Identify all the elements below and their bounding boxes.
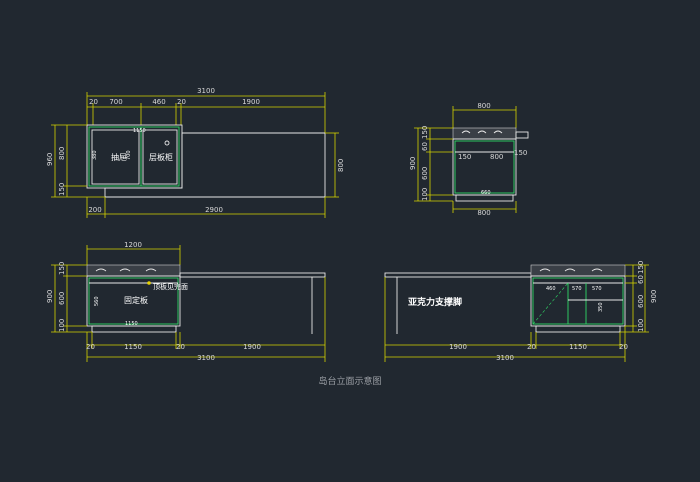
plan-top-total-label: 3100 <box>197 87 215 95</box>
fl-left-inner-3: 100 <box>58 319 66 332</box>
plan-left-inner-1: 800 <box>58 147 66 160</box>
fl-stone-top <box>86 264 181 277</box>
plan-bottom-2: 2900 <box>205 206 223 214</box>
fr-bottom-seg-4: 20 <box>619 343 628 351</box>
side-overhang <box>515 131 529 139</box>
side-left-inner-3: 600 <box>421 167 429 180</box>
fl-left-inner-2: 600 <box>58 292 66 305</box>
plan-inner-h: 1150 <box>133 128 146 134</box>
fl-bottom-total: 3100 <box>197 354 215 362</box>
side-body <box>452 138 517 196</box>
fr-right-inner-2: 60 <box>637 275 645 284</box>
side-row-2: 800 <box>490 153 503 161</box>
fl-left-inner-1: 150 <box>58 262 66 275</box>
side-left-inner-4: 100 <box>421 188 429 201</box>
plan-left-outer: 960 <box>46 153 54 166</box>
plan-right-label: 800 <box>337 159 345 172</box>
fl-countertop <box>179 272 326 278</box>
side-row-3: 150 <box>514 149 527 157</box>
fl-stone-pattern <box>95 268 157 272</box>
plan-countertop-outline <box>104 132 326 198</box>
fr-door-swing <box>532 282 569 325</box>
fr-body <box>530 275 626 327</box>
fr-right-inner-3: 600 <box>637 295 645 308</box>
side-plinth <box>455 194 514 202</box>
fl-bottom-seg-4: 1900 <box>243 343 261 351</box>
fr-inner-2: 570 <box>572 286 582 292</box>
plan-side: 380 <box>92 150 98 160</box>
fr-right-outer: 900 <box>650 290 658 303</box>
fr-leg-label: 亚克力支撑脚 <box>408 296 462 308</box>
fl-side: 560 <box>94 296 100 306</box>
fr-countertop <box>384 272 532 278</box>
side-view: 800 660 150 800 150 900 150 60 600 100 8… <box>409 102 529 217</box>
fr-plinth <box>535 325 621 333</box>
fr-stone-top <box>530 264 626 277</box>
fr-bottom-seg-1: 1900 <box>449 343 467 351</box>
fr-bottom-seg-3: 1150 <box>569 343 587 351</box>
plan-drawer-panel <box>91 129 140 185</box>
side-bottom-label: 800 <box>477 209 490 217</box>
fr-inner-4: 350 <box>598 302 604 312</box>
plan-inner-v: 700 <box>126 150 132 160</box>
fl-bottom-seg-2: 1150 <box>124 343 142 351</box>
fr-stone-pattern <box>539 268 603 272</box>
plan-bottom-1: 200 <box>88 206 101 214</box>
fr-bottom-total: 3100 <box>496 354 514 362</box>
fl-inner-width: 1150 <box>125 321 138 327</box>
side-stone-top <box>452 127 517 140</box>
side-stone-pattern <box>461 130 503 134</box>
plan-green-frame <box>88 126 180 187</box>
plan-shelf-label: 层板柜 <box>149 152 173 162</box>
plan-seg-1: 20 <box>89 98 98 106</box>
side-left-outer: 900 <box>409 157 417 170</box>
plan-seg-5: 1900 <box>242 98 260 106</box>
side-left-inner-2: 60 <box>421 142 429 151</box>
fl-left-outer: 900 <box>46 290 54 303</box>
drawing-caption: 岛台立面示意图 <box>318 375 381 387</box>
fl-bottom-seg-1: 20 <box>86 343 95 351</box>
plan-drawer-label: 抽屉 <box>111 152 127 162</box>
plan-shelf-panel <box>142 129 178 185</box>
plan-view: 3100 20 700 460 20 1900 1150 抽屉 层板柜 700 … <box>46 87 345 218</box>
fl-top-label: 1200 <box>124 241 142 249</box>
fl-plinth <box>91 325 177 333</box>
plan-left-inner-2: 150 <box>58 183 66 196</box>
side-top-label: 800 <box>477 102 490 110</box>
side-small: 660 <box>481 190 491 196</box>
fl-fixed-label: 固定板 <box>124 295 148 305</box>
side-green-frame <box>454 140 515 194</box>
fl-bottom-seg-3: 20 <box>176 343 185 351</box>
plan-seg-3: 460 <box>152 98 165 106</box>
fr-bottom-seg-2: 20 <box>527 343 536 351</box>
side-left-inner-1: 150 <box>421 126 429 139</box>
plan-knob <box>164 140 170 146</box>
fr-right-inner-1: 150 <box>637 261 645 274</box>
fr-green-frame <box>532 277 624 325</box>
front-left-view: 1200 1150 固定板 560 顶板见完面 900 150 600 100 … <box>46 241 326 362</box>
fr-right-inner-4: 100 <box>637 319 645 332</box>
fl-note-marker <box>147 281 151 285</box>
plan-seg-4: 20 <box>177 98 186 106</box>
front-right-view: 亚克力支撑脚 460 570 570 350 900 150 60 600 10… <box>384 261 658 362</box>
side-row-1: 150 <box>458 153 471 161</box>
plan-seg-2: 700 <box>109 98 122 106</box>
fr-inner-1: 460 <box>546 286 556 292</box>
fl-note-label: 顶板见完面 <box>153 282 188 291</box>
fr-inner-3: 570 <box>592 286 602 292</box>
fl-green-frame <box>88 277 179 325</box>
